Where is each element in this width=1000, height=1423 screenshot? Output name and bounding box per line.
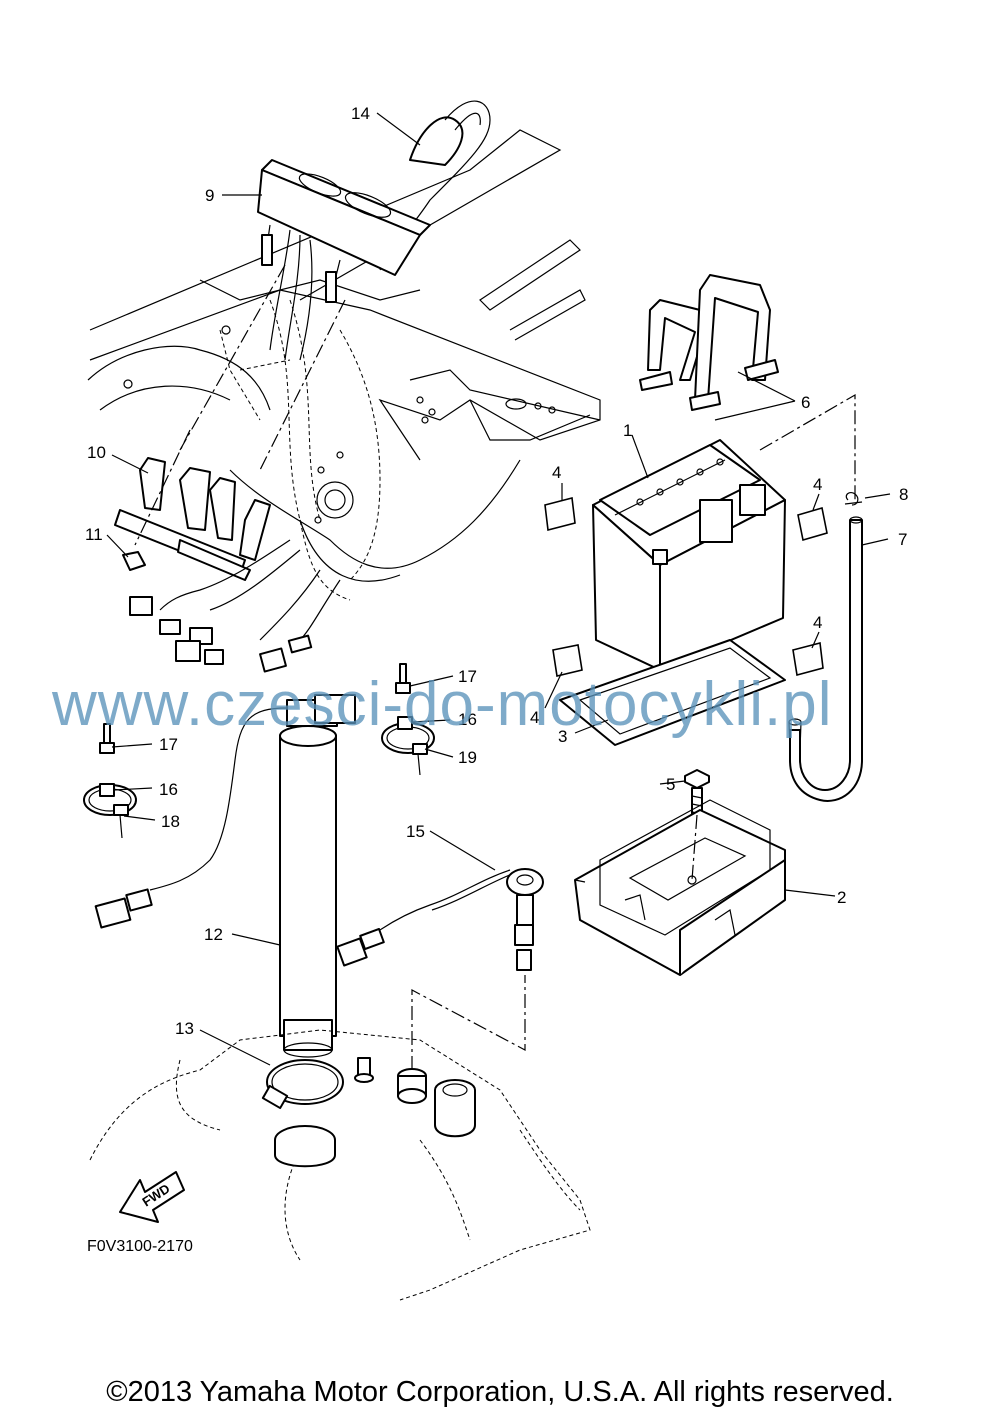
part-6-battery-bands (639, 274, 779, 411)
part-12-fuel-sender (94, 694, 356, 1058)
clamp-set-left (83, 723, 137, 839)
callout-7: 7 (898, 530, 907, 549)
watermark-url: www.czesci-do-motocykli.pl (52, 670, 833, 739)
callout-4-bottom-left: 4 (530, 708, 539, 727)
part-7-hose (788, 516, 863, 802)
callout-11: 11 (85, 525, 103, 544)
callout-1: 1 (623, 421, 632, 440)
callout-19: 19 (458, 748, 477, 767)
part-3-plate (559, 639, 786, 746)
callout-15: 15 (406, 822, 425, 841)
callout-18: 18 (161, 812, 180, 831)
callout-14: 14 (351, 104, 370, 123)
part-1-battery (592, 439, 786, 671)
fuel-tank-outline (89, 1029, 591, 1301)
callout-12: 12 (204, 925, 223, 944)
callout-10: 10 (87, 443, 106, 462)
callout-5: 5 (666, 775, 675, 794)
callout-17-left: 17 (159, 735, 178, 754)
part-5-bolt (684, 769, 710, 819)
callout-13: 13 (175, 1019, 194, 1038)
callout-4-top-right: 4 (813, 475, 822, 494)
fwd-arrow: FWD (119, 1171, 185, 1223)
assembly-lines (134, 264, 856, 1070)
callout-4-top-left: 4 (552, 463, 561, 482)
tank-grommets (354, 1057, 476, 1138)
drawing-code: F0V3100-2170 (87, 1238, 193, 1255)
callout-2: 2 (837, 888, 846, 907)
callout-labels: 1 2 3 4 4 4 4 5 6 7 8 9 10 11 12 13 14 1… (85, 104, 908, 1038)
part-2-battery-box (574, 799, 786, 976)
callout-17-right: 17 (458, 667, 477, 686)
callout-6: 6 (801, 393, 810, 412)
part-13-clamp-band (261, 1059, 344, 1168)
callout-4-bottom-right: 4 (813, 613, 822, 632)
leader-lines (106, 112, 891, 1066)
clamp-set-right (381, 663, 435, 776)
callout-8: 8 (899, 485, 908, 504)
part-8-clip (844, 491, 863, 506)
part-4-pads (544, 496, 828, 677)
part-10-bracket (114, 457, 271, 581)
part-9-meter-unit (257, 159, 431, 361)
wire-harness (129, 539, 341, 673)
callout-3: 3 (558, 727, 567, 746)
callout-16-left: 16 (159, 780, 178, 799)
copyright-notice: ©2013 Yamaha Motor Corporation, U.S.A. A… (106, 1376, 894, 1408)
part-15-sensor (336, 868, 544, 971)
callout-16-right: 16 (458, 710, 477, 729)
callout-9: 9 (205, 186, 214, 205)
